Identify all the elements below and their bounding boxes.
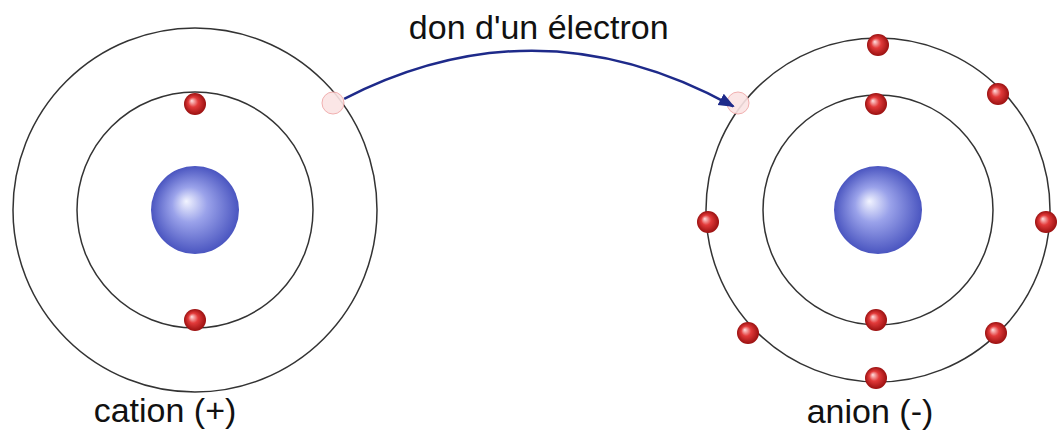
electron-received: [727, 92, 749, 114]
nucleus: [834, 166, 922, 254]
atom-node: anion (-): [706, 38, 1056, 434]
arrow-label: don d'un électron: [405, 8, 673, 47]
outer-orbit: [13, 28, 377, 392]
electron: [865, 367, 887, 389]
electron: [865, 93, 887, 115]
ion-label: cation (+): [94, 391, 237, 430]
electron: [184, 309, 206, 331]
electron: [1035, 211, 1057, 233]
ion-label: anion (-): [807, 392, 934, 431]
inner-orbit: [763, 95, 993, 325]
electron: [184, 93, 206, 115]
nucleus: [151, 166, 239, 254]
atom-node: cation (+): [13, 28, 377, 432]
electron: [867, 34, 889, 56]
outer-orbit: [706, 38, 1050, 382]
electron: [985, 322, 1007, 344]
electron: [697, 211, 719, 233]
electron: [987, 83, 1009, 105]
electron-vacancy: [322, 92, 344, 114]
cation-atom: [13, 28, 377, 392]
electron: [737, 322, 759, 344]
electron-transfer-arrow: [344, 51, 733, 107]
anion-atom: [697, 34, 1057, 389]
electron: [865, 309, 887, 331]
inner-orbit: [77, 92, 313, 328]
